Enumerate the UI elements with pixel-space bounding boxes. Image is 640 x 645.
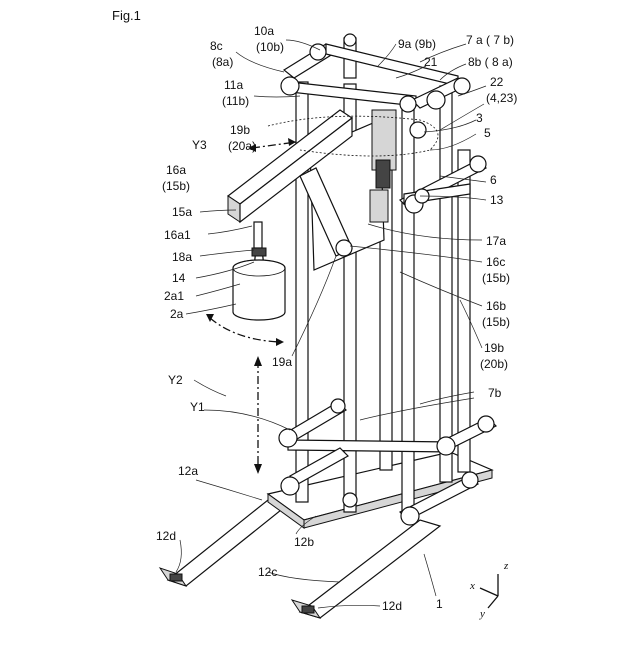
axis-y-label: y xyxy=(480,608,485,620)
label-6: 6 xyxy=(490,174,497,187)
label-9a: 9a (9b) xyxy=(398,38,436,51)
label-8a-paren: (8a) xyxy=(212,56,233,69)
label-12a: 12a xyxy=(178,465,198,478)
label-7b: 7b xyxy=(488,387,501,400)
label-16b: 16b xyxy=(486,300,506,313)
label-21: 21 xyxy=(424,56,437,69)
label-12c: 12c xyxy=(258,566,277,579)
label-4-23: (4,23) xyxy=(486,92,517,105)
label-15b-top: (15b) xyxy=(162,180,190,193)
label-16c: 16c xyxy=(486,256,505,269)
label-7a: 7 a ( 7 b) xyxy=(466,34,514,47)
label-5: 5 xyxy=(484,127,491,140)
label-8b: 8b ( 8 a) xyxy=(468,56,513,69)
label-17a: 17a xyxy=(486,235,506,248)
label-18a: 18a xyxy=(172,251,192,264)
label-Y3: Y3 xyxy=(192,139,207,152)
label-19a: 19a xyxy=(272,356,292,369)
label-14: 14 xyxy=(172,272,185,285)
label-15b-mid: (15b) xyxy=(482,272,510,285)
axis-x-label: x xyxy=(470,580,475,592)
label-12d-right: 12d xyxy=(382,600,402,613)
label-3: 3 xyxy=(476,112,483,125)
label-10a: 10a xyxy=(254,25,274,38)
label-19b-low: 19b xyxy=(484,342,504,355)
label-16a1: 16a1 xyxy=(164,229,191,242)
label-8c: 8c xyxy=(210,40,223,53)
label-2a: 2a xyxy=(170,308,183,321)
label-11a: 11a xyxy=(224,79,243,92)
label-2a1: 2a1 xyxy=(164,290,184,303)
label-22: 22 xyxy=(490,76,503,89)
label-12b: 12b xyxy=(294,536,314,549)
label-12d-left: 12d xyxy=(156,530,176,543)
label-11b: (11b) xyxy=(222,95,249,108)
axis-triad xyxy=(480,574,498,608)
label-Y2: Y2 xyxy=(168,374,183,387)
label-16a: 16a xyxy=(166,164,186,177)
fork-right xyxy=(292,520,440,618)
label-10b: (10b) xyxy=(256,41,284,54)
label-15a: 15a xyxy=(172,206,192,219)
hook-and-load xyxy=(233,222,285,320)
label-20a: (20a) xyxy=(228,140,256,153)
label-1: 1 xyxy=(436,598,443,611)
label-19b-top: 19b xyxy=(230,124,250,137)
axis-z-label: z xyxy=(504,560,508,572)
label-20b: (20b) xyxy=(480,358,508,371)
top-frame xyxy=(281,34,470,112)
figure-title: Fig.1 xyxy=(112,8,141,23)
label-Y1: Y1 xyxy=(190,401,205,414)
label-13: 13 xyxy=(490,194,503,207)
label-15b-low: (15b) xyxy=(482,316,510,329)
